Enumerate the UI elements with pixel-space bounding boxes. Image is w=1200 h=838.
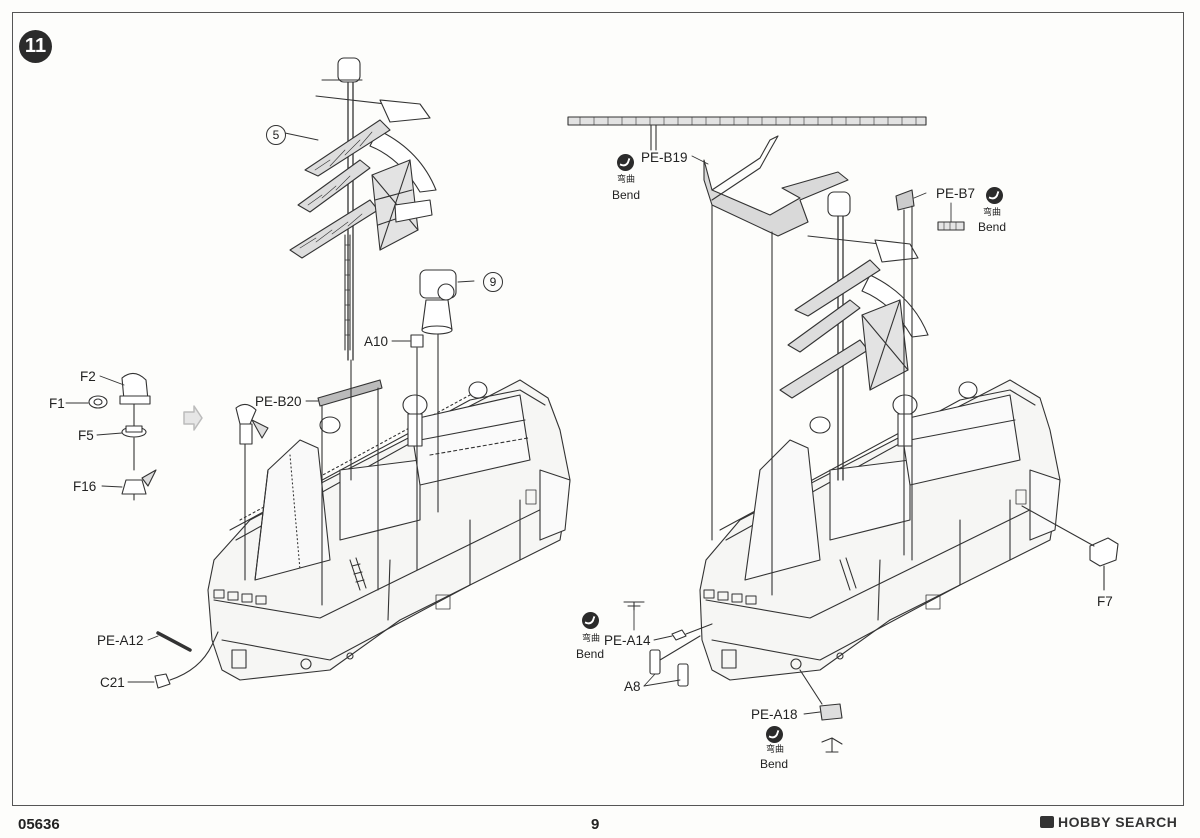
- left-leader-lines: [65, 132, 475, 683]
- part-f7: [1021, 505, 1119, 591]
- bend-en-label: Bend: [576, 647, 605, 661]
- page-frame: [12, 12, 1184, 806]
- callout-9: 9: [483, 272, 503, 292]
- page-number: 9: [591, 816, 600, 833]
- bend-icon: [617, 154, 634, 171]
- bend-cn-label: 弯曲: [617, 175, 636, 185]
- callout-5: 5: [266, 125, 286, 145]
- step-number-badge: 11: [19, 30, 52, 63]
- label-f16: F16: [73, 479, 97, 494]
- label-a10: A10: [364, 334, 389, 349]
- label-pe-a18: PE-A18: [751, 707, 798, 722]
- part-pe-a14: [623, 601, 713, 641]
- brand-text: HOBBY SEARCH: [1058, 814, 1178, 830]
- small-radar-part: [235, 403, 269, 581]
- right-ship-hull: [699, 191, 1061, 681]
- bend-icon: [766, 726, 783, 743]
- label-pe-b19: PE-B19: [641, 150, 688, 165]
- right-leader-lines: [633, 155, 952, 715]
- bend-cn-label: 弯曲: [766, 745, 785, 755]
- bend-en-label: Bend: [612, 188, 641, 202]
- label-f2: F2: [80, 369, 96, 384]
- label-c21: C21: [100, 675, 125, 690]
- part-9-pedestal: [419, 269, 457, 513]
- label-a8: A8: [624, 679, 641, 694]
- label-f1: F1: [49, 396, 65, 411]
- bend-icon: [986, 187, 1003, 204]
- f-parts-stack: [88, 372, 157, 501]
- label-f5: F5: [78, 428, 94, 443]
- part-pe-b19-railing: [703, 135, 849, 596]
- label-f7: F7: [1097, 594, 1113, 609]
- part-pe-a18: [799, 669, 843, 753]
- bend-cn-label: 弯曲: [582, 634, 601, 644]
- left-ship-hull: [207, 379, 571, 681]
- part-a10: [410, 334, 424, 348]
- part-a8: [649, 635, 701, 687]
- left-mast: [289, 57, 437, 361]
- bend-cn-label: 弯曲: [983, 208, 1002, 218]
- direction-arrow: [183, 405, 203, 431]
- label-pe-b20: PE-B20: [255, 394, 302, 409]
- bend-en-label: Bend: [760, 757, 789, 771]
- label-pe-a12: PE-A12: [97, 633, 144, 648]
- label-pe-a14: PE-A14: [604, 633, 651, 648]
- brand-logo-icon: [1040, 816, 1054, 828]
- label-pe-b7: PE-B7: [936, 186, 976, 201]
- bend-en-label: Bend: [978, 220, 1007, 234]
- brand-watermark: HOBBY SEARCH: [1040, 814, 1177, 830]
- part-pe-b20-railing: [317, 379, 383, 606]
- part-pe-b19-strip: [567, 116, 927, 151]
- bend-icon: [582, 612, 599, 629]
- product-code: 05636: [18, 816, 60, 833]
